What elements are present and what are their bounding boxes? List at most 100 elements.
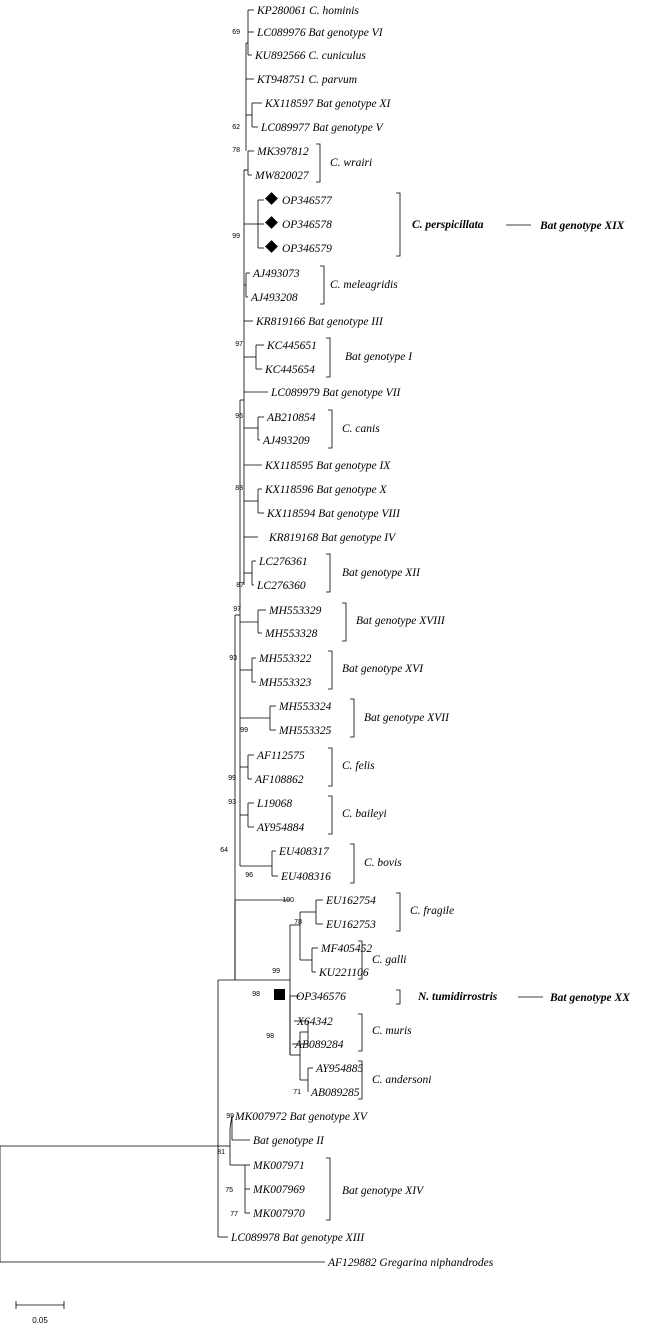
bootstrap-value: 69 bbox=[232, 29, 240, 36]
clade-bracket bbox=[326, 1157, 331, 1221]
bootstrap-value: 87 bbox=[236, 582, 244, 589]
clade-bracket bbox=[316, 143, 321, 183]
taxon-label: MK007970 bbox=[252, 1208, 305, 1220]
taxon-label: AB089285 bbox=[310, 1087, 360, 1099]
taxon-label: AF129882 Gregarina niphandrodes bbox=[327, 1257, 494, 1269]
taxon-label: LC089979 Bat genotype VII bbox=[270, 387, 402, 399]
taxon-label: OP346577 bbox=[282, 195, 333, 207]
clade-bracket bbox=[396, 892, 401, 932]
bootstrap-value: 99 bbox=[272, 968, 280, 975]
clade-bracket bbox=[396, 989, 401, 1005]
taxon-label: MK007971 bbox=[252, 1160, 305, 1172]
taxon-label: AJ493209 bbox=[262, 435, 310, 447]
bootstrap-value: 100 bbox=[282, 897, 294, 904]
bootstrap-value: 96 bbox=[235, 413, 243, 420]
taxon-label: MK007969 bbox=[252, 1184, 305, 1196]
diamond-marker-icon bbox=[265, 216, 278, 229]
genotype-label: Bat genotype XIX bbox=[539, 220, 625, 232]
taxon-label: LC276361 bbox=[258, 556, 308, 568]
clade-bracket bbox=[328, 409, 333, 449]
taxon-label: KT948751 C. parvum bbox=[256, 74, 357, 86]
bootstrap-value: 88 bbox=[235, 485, 243, 492]
taxon-label: AJ493208 bbox=[250, 292, 298, 304]
taxon-label: AF108862 bbox=[254, 774, 304, 786]
taxon-label: MK397812 bbox=[256, 146, 309, 158]
clade-bracket bbox=[328, 747, 333, 787]
taxon-label: X64342 bbox=[296, 1016, 333, 1028]
clade-bracket bbox=[320, 265, 325, 305]
taxon-label: KR819168 Bat genotype IV bbox=[268, 532, 397, 544]
taxon-label: LC089978 Bat genotype XIII bbox=[230, 1232, 365, 1244]
taxon-label: MH553323 bbox=[258, 677, 312, 689]
taxon-label: AB089284 bbox=[294, 1039, 344, 1051]
taxon-label: MH553324 bbox=[278, 701, 332, 713]
bootstrap-value: 93 bbox=[229, 655, 237, 662]
clade-label: Bat genotype XVII bbox=[364, 712, 450, 724]
taxon-label: AF112575 bbox=[256, 750, 305, 762]
taxon-label: KX118595 Bat genotype IX bbox=[264, 460, 391, 472]
taxon-label: L19068 bbox=[256, 798, 292, 810]
scale-bar-label: 0.05 bbox=[32, 1316, 48, 1325]
clade-label: Bat genotype XII bbox=[342, 567, 421, 579]
taxon-label: KP280061 C. hominis bbox=[256, 5, 359, 17]
clade-bracket bbox=[396, 192, 401, 257]
clade-label: C. bovis bbox=[364, 857, 402, 869]
taxon-label: MF405452 bbox=[320, 943, 372, 955]
clade-label: Bat genotype XVI bbox=[342, 663, 424, 675]
clade-label: C. fragile bbox=[410, 905, 454, 917]
taxon-label: KR819166 Bat genotype III bbox=[255, 316, 384, 328]
clade-label: Bat genotype I bbox=[345, 351, 413, 363]
bootstrap-value: 98 bbox=[252, 991, 260, 998]
genotype-label: Bat genotype XX bbox=[549, 992, 630, 1004]
bootstrap-value: 78 bbox=[232, 147, 240, 154]
taxon-label: MH553328 bbox=[264, 628, 318, 640]
clade-bracket bbox=[350, 843, 355, 884]
taxon-label: AJ493073 bbox=[252, 268, 300, 280]
taxon-label: MW820027 bbox=[254, 170, 310, 182]
taxon-label: LC089976 Bat genotype VI bbox=[256, 27, 384, 39]
taxon-label: AB210854 bbox=[266, 412, 316, 424]
taxon-label: Bat genotype II bbox=[253, 1135, 325, 1147]
taxon-label: MH553325 bbox=[278, 725, 332, 737]
square-marker-icon bbox=[274, 989, 285, 1000]
bootstrap-value: 99 bbox=[228, 775, 236, 782]
clade-bracket bbox=[326, 337, 331, 378]
clade-label: C. baileyi bbox=[342, 808, 387, 820]
taxon-label: LC276360 bbox=[256, 580, 306, 592]
bootstrap-value: 99 bbox=[240, 727, 248, 734]
taxon-label: OP346576 bbox=[296, 991, 346, 1003]
bootstrap-value: 93 bbox=[228, 799, 236, 806]
bootstrap-value: 64 bbox=[220, 847, 228, 854]
diamond-marker-icon bbox=[265, 192, 278, 205]
bootstrap-value: 71 bbox=[293, 1089, 301, 1096]
clade-label: Bat genotype XIV bbox=[342, 1185, 425, 1197]
clade-label: C. perspicillata bbox=[412, 219, 484, 231]
taxon-label: EU408316 bbox=[280, 871, 331, 883]
clade-label: C. meleagridis bbox=[330, 279, 398, 291]
diamond-marker-icon bbox=[265, 240, 278, 253]
taxon-label: OP346579 bbox=[282, 243, 332, 255]
taxon-label: MH553322 bbox=[258, 653, 312, 665]
taxon-label: EU408317 bbox=[278, 846, 330, 858]
bootstrap-value: 78 bbox=[294, 919, 302, 926]
clade-bracket bbox=[342, 602, 347, 642]
taxon-label: KU892566 C. cuniculus bbox=[254, 50, 366, 62]
taxon-label: MK007972 Bat genotype XV bbox=[234, 1111, 369, 1123]
clade-bracket bbox=[326, 553, 331, 593]
taxon-label: KX118596 Bat genotype X bbox=[264, 484, 387, 496]
bootstrap-value: 99 bbox=[226, 1113, 234, 1120]
clade-label: C. felis bbox=[342, 760, 375, 772]
taxon-label: EU162753 bbox=[325, 919, 376, 931]
bootstrap-value: 99 bbox=[232, 233, 240, 240]
taxon-label: KU221106 bbox=[318, 967, 369, 979]
clade-label: Bat genotype XVIII bbox=[356, 615, 446, 627]
taxon-label: OP346578 bbox=[282, 219, 332, 231]
clade-bracket bbox=[358, 1060, 363, 1100]
clade-label: C. canis bbox=[342, 423, 380, 435]
clade-bracket bbox=[358, 940, 363, 980]
clade-label: C. wrairi bbox=[330, 157, 372, 169]
clade-bracket bbox=[328, 650, 333, 690]
taxon-label: KC445651 bbox=[266, 340, 317, 352]
clade-bracket bbox=[358, 1013, 363, 1052]
